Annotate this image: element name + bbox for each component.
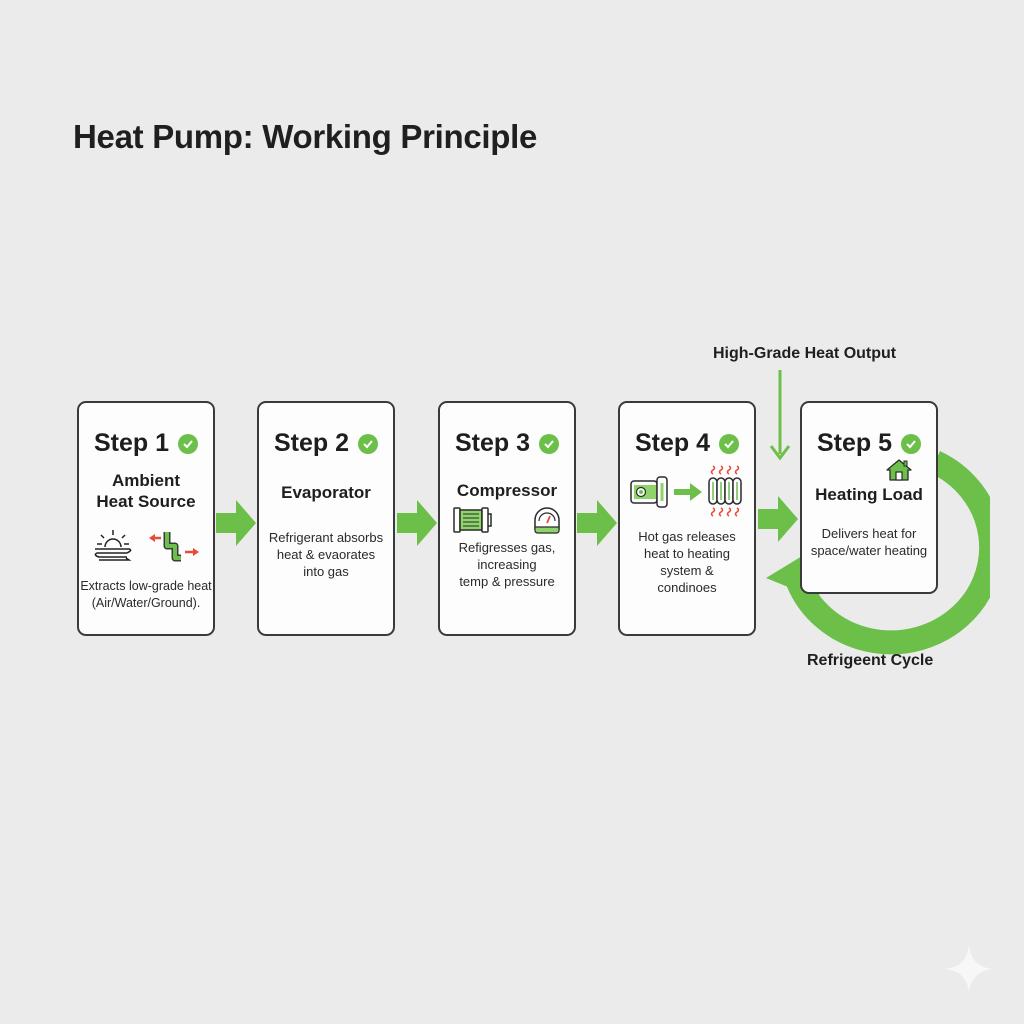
flow-arrow-icon	[397, 500, 437, 546]
flow-arrow-icon	[216, 500, 256, 546]
compressor-icon	[453, 507, 492, 533]
cycle-label: Refrigeent Cycle	[807, 652, 934, 669]
condenser-unit-icon	[630, 476, 668, 508]
check-circle-icon	[358, 433, 379, 454]
check-circle-icon	[539, 433, 560, 454]
step-card-4: Step 4	[618, 401, 756, 636]
check-circle-icon	[719, 433, 740, 454]
step-name-line: Compressor	[456, 481, 558, 500]
step-desc-line: condinoes	[657, 580, 717, 595]
step-card-3: Step 3 Compressor Refigresses gas, incre…	[438, 401, 576, 636]
step-desc-line: (Air/Water/Ground).	[91, 596, 201, 610]
step-label: Step 5	[816, 429, 893, 457]
step-desc-line: Hot gas releases	[638, 529, 736, 544]
step-desc-line: Delivers heat for	[821, 526, 917, 541]
step-desc-line: space/water heating	[810, 543, 928, 558]
output-down-arrow-icon	[769, 370, 791, 461]
page-title: Heat Pump: Working Principle	[73, 118, 538, 155]
coil-pipe-icon	[149, 532, 199, 562]
step-name-line: Heating Load	[815, 485, 923, 504]
step-desc-line: Refrigerant absorbs	[268, 530, 384, 545]
step-label: Step 2	[273, 429, 350, 457]
step-desc-line: heat to heating	[643, 546, 731, 561]
step-label: Step 3	[454, 429, 531, 457]
step-card-1: Step 1 Ambient Heat Source Extracts	[77, 401, 215, 636]
step-card-2: Step 2 Evaporator Refrigerant absorbs he…	[257, 401, 395, 636]
check-circle-icon	[178, 433, 199, 454]
step-name-line: Ambient	[112, 471, 180, 490]
step-name-line: Evaporator	[281, 483, 371, 502]
arrow-right-icon	[674, 483, 702, 501]
step-desc-line: heat & evaorates	[276, 547, 376, 562]
step-desc-line: temp & pressure	[459, 574, 555, 589]
step-desc-line: system &	[660, 563, 714, 578]
house-icon	[886, 459, 912, 481]
flow-arrow-icon	[758, 496, 798, 542]
step-desc-line: Extracts low-grade heat	[80, 579, 212, 593]
radiator-icon	[708, 465, 742, 517]
step-label: Step 4	[634, 429, 711, 457]
step-desc-line: into gas	[303, 564, 349, 579]
step-name-line: Heat Source	[96, 492, 196, 511]
check-circle-icon	[901, 433, 922, 454]
step-desc-line: increasing	[477, 557, 537, 572]
sun-wind-icon	[94, 530, 132, 561]
step-card-5: Step 5 Heating Load Delivers heat for sp…	[800, 401, 938, 594]
step-label: Step 1	[93, 429, 170, 457]
sparkle-icon	[945, 945, 993, 993]
output-label: High-Grade Heat Output	[713, 345, 897, 362]
pressure-gauge-icon	[534, 507, 560, 534]
step-desc-line: Refigresses gas,	[458, 540, 556, 555]
flow-arrow-icon	[577, 500, 617, 546]
